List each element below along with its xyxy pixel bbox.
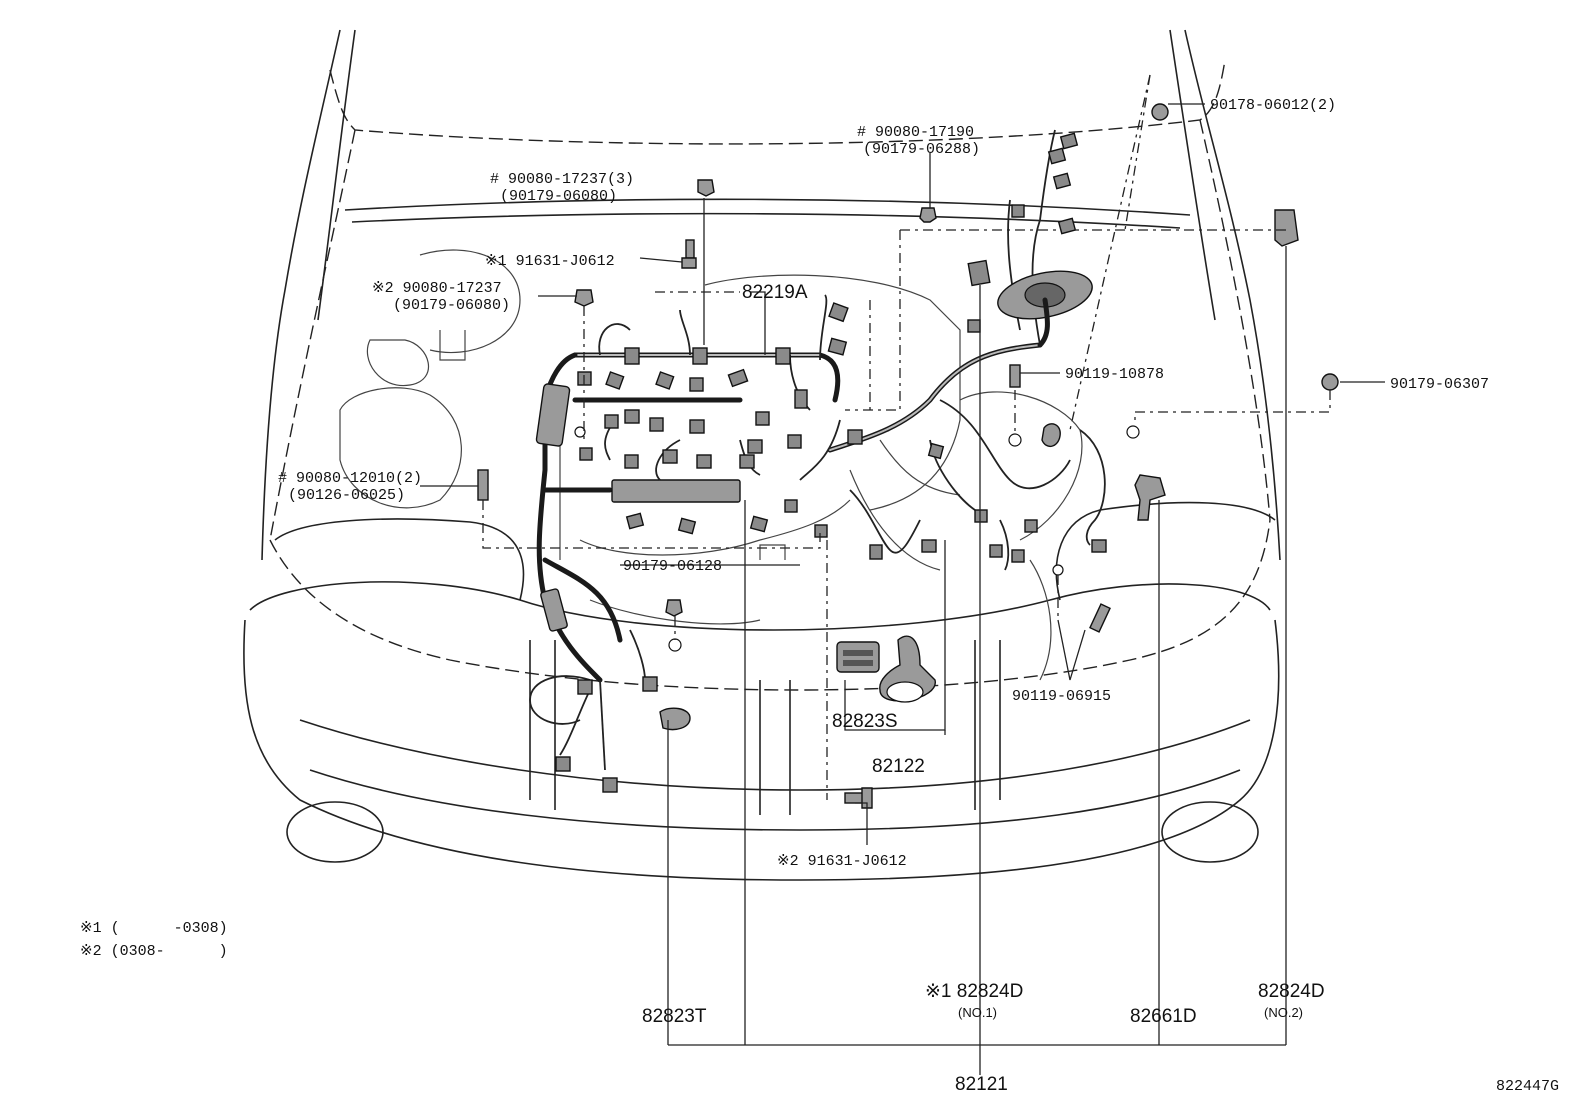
nut-90179-06128: [665, 599, 683, 617]
label-90119-06915: 90119-06915: [1012, 688, 1111, 705]
junction-block: [611, 479, 741, 503]
sensor-82823T: [659, 707, 691, 731]
figure-code: 822447G: [1496, 1078, 1559, 1095]
footnote-1: ※1 ( -0308): [80, 920, 228, 937]
nut-90080-17237-3: [697, 179, 715, 197]
label-82823T: 82823T: [642, 1006, 707, 1027]
label-82121: 82121: [955, 1074, 1008, 1095]
nut-90179-06307: [1321, 373, 1339, 391]
label-90119-10878: 90119-10878: [1065, 366, 1164, 383]
label-90178-06012: 90178-06012(2): [1210, 97, 1336, 114]
label-91631-bottom: ※2 91631-J0612: [777, 853, 907, 870]
branch-wires: [529, 129, 1106, 771]
label-90179-06288: (90179-06288): [863, 141, 980, 158]
nut-90080-17190: [919, 207, 937, 223]
label-82661D: 82661D: [1130, 1006, 1197, 1027]
label-90126-06025: (90126-06025): [288, 487, 405, 504]
vehicle-body-outline: [243, 29, 1281, 881]
bolt-90119-06915: [1089, 603, 1111, 633]
components: [659, 209, 1299, 731]
fasteners: [477, 103, 1339, 809]
sensor-82661D: [1134, 474, 1166, 521]
nut-90178: [1151, 103, 1169, 121]
label-90179-06080-b: (90179-06080): [393, 297, 510, 314]
label-90179-06307: 90179-06307: [1390, 376, 1489, 393]
label-90080-17237-3: # 90080-17237(3): [490, 171, 634, 188]
relay-82824D-no2: [1274, 209, 1299, 247]
label-90080-17190: # 90080-17190: [857, 124, 974, 141]
label-82824D-no2: 82824D: [1258, 981, 1325, 1002]
connectors: [555, 132, 1107, 793]
label-90080-12010: # 90080-12010(2): [278, 470, 422, 487]
stud-90080-12010: [477, 469, 489, 501]
hood-phantom-outline: [269, 59, 1271, 691]
bolt-90119-10878: [1009, 364, 1021, 388]
label-82824D-no1-sub: (NO.1): [958, 1005, 997, 1020]
leader-lines: [420, 103, 1385, 1075]
nut-90080-17237-b: [574, 289, 594, 307]
footnote-2: ※2 (0308- ): [80, 943, 228, 960]
label-90080-17237-b: ※2 90080-17237: [372, 280, 502, 297]
label-82824D-no2-sub: (NO.2): [1264, 1005, 1303, 1020]
label-82823S: 82823S: [832, 711, 898, 732]
label-90179-06128: 90179-06128: [623, 558, 722, 575]
label-90179-06080-a: (90179-06080): [500, 188, 617, 205]
part-labels: 90178-06012(2) # 90080-17190 (90179-0628…: [80, 97, 1559, 1095]
label-82824D-no1: ※1 82824D: [925, 981, 1023, 1002]
connector-82823S: [836, 641, 880, 673]
label-82219A: 82219A: [742, 282, 808, 303]
label-82122: 82122: [872, 756, 925, 777]
label-91631-top: ※1 91631-J0612: [485, 253, 615, 270]
harness-protector: [535, 383, 571, 447]
bolt-91631-top: [685, 239, 695, 259]
